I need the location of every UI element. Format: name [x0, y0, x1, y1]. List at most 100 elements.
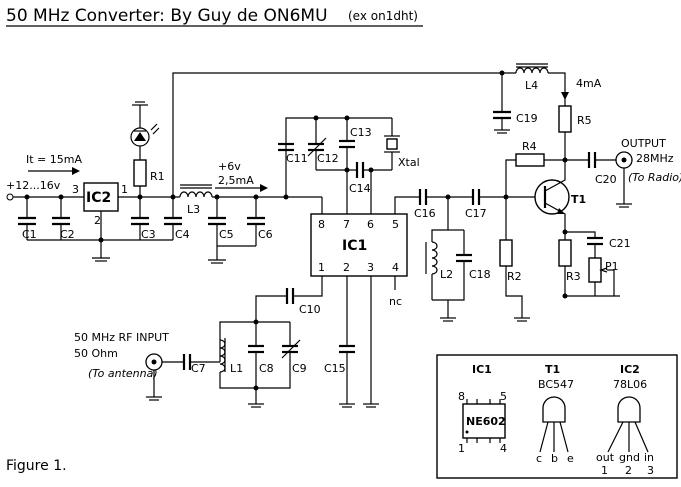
ic1-nc-label: nc: [389, 295, 402, 308]
label-r5: R5: [577, 114, 592, 127]
label-c19: C19: [516, 112, 538, 125]
resistor-r5: [558, 105, 572, 133]
label-p1: P1: [605, 260, 619, 273]
top-rail-wire: [172, 72, 516, 190]
supply-current: It = 15mA: [26, 153, 82, 166]
pinout-ic2-title: IC2: [620, 363, 640, 376]
ic2-pin-2: 2: [94, 214, 101, 227]
ic1-pin-6: 6: [367, 218, 374, 231]
label-l3: L3: [187, 203, 200, 216]
bc547-leg-c: c: [536, 452, 542, 465]
label-c7: C7: [191, 362, 206, 375]
ne602-pin-1: 1: [458, 442, 465, 455]
label-c11: C11: [286, 152, 308, 165]
bc547-package: [542, 396, 566, 423]
ic1-pin-3: 3: [367, 261, 374, 274]
78l06-package: [617, 396, 641, 423]
label-c5: C5: [219, 228, 234, 241]
78l06-leg-gnd: gnd: [619, 451, 640, 464]
ground-l2: [440, 317, 456, 322]
ic2-pin-1: 1: [121, 183, 128, 196]
pinout-t1-title: T1: [545, 363, 560, 376]
label-c13: C13: [350, 126, 372, 139]
ground-ic2: [92, 257, 110, 262]
label-c10: C10: [299, 303, 321, 316]
supply-terminal: [6, 193, 14, 201]
ic1-pin-4: 4: [392, 261, 399, 274]
supply-current-arrow: [72, 167, 80, 175]
output-freq: 28MHz: [636, 152, 674, 165]
label-c17: C17: [465, 207, 487, 220]
rail-6v-current: 2,5mA: [218, 174, 254, 187]
resistor-r4: [515, 153, 545, 167]
ground-ic1-pin3: [363, 403, 379, 408]
ne602-chip: [462, 403, 506, 439]
78l06-leg-in: in: [644, 451, 654, 464]
current-arrow-l4: [561, 92, 569, 100]
l4-current: 4mA: [576, 77, 602, 90]
bc547-leg-b: b: [551, 452, 558, 465]
output-note: (To Radio): [628, 171, 681, 184]
supply-voltage: +12...16v: [6, 179, 61, 192]
label-r3: R3: [566, 270, 581, 283]
ground-c5: [208, 259, 226, 264]
label-c1: C1: [22, 228, 37, 241]
resistor-r1: [133, 159, 147, 187]
rail-6v-arrow: [260, 184, 268, 192]
transistor-t1: [534, 179, 570, 215]
ground-output: [616, 203, 632, 208]
label-c21: C21: [609, 237, 631, 250]
pinout-ic1-title: IC1: [472, 363, 492, 376]
pinout-t1-part: BC547: [538, 378, 574, 391]
ic2-pin-3: 3: [72, 183, 79, 196]
ic1-mixer: [310, 213, 408, 277]
label-r4: R4: [522, 140, 537, 153]
title-note: (ex on1dht): [348, 9, 418, 23]
ic1-pin-7: 7: [343, 218, 350, 231]
input-label: 50 MHz RF INPUT: [74, 331, 169, 344]
ic2-name: IC2: [86, 190, 111, 206]
ic1-pin-5: 5: [392, 218, 399, 231]
input-note: (To antenna): [88, 367, 158, 380]
figure-label: Figure 1.: [6, 458, 67, 474]
label-c15: C15: [324, 362, 346, 375]
inductor-l1: [219, 339, 226, 373]
label-c20: C20: [595, 173, 617, 186]
label-c12: C12: [317, 152, 339, 165]
ne602-label: NE602: [466, 415, 506, 428]
inductor-l4: [515, 67, 549, 74]
ground-c8: [248, 403, 264, 408]
ic1-pin-1: 1: [318, 261, 325, 274]
ic2-regulator: [83, 182, 119, 212]
label-c6: C6: [258, 228, 273, 241]
ground-c15: [339, 403, 355, 408]
ne602-pin-8: 8: [458, 390, 465, 403]
crystal-xtal: [386, 138, 398, 150]
resistor-r2: [499, 239, 513, 267]
input-impedance: 50 Ohm: [74, 347, 118, 360]
ground-input: [146, 396, 162, 401]
pinout-ic2-part: 78L06: [613, 378, 647, 391]
ground-c19: [494, 129, 510, 134]
label-c9: C9: [292, 362, 307, 375]
label-c8: C8: [259, 362, 274, 375]
78l06-num-2: 2: [625, 464, 632, 477]
label-c2: C2: [60, 228, 75, 241]
ne602-pin-5: 5: [500, 390, 507, 403]
78l06-leg-out: out: [596, 451, 615, 464]
label-l2: L2: [440, 268, 453, 281]
label-c16: C16: [414, 207, 436, 220]
label-l1: L1: [230, 362, 243, 375]
label-l4: L4: [525, 79, 538, 92]
label-t1: T1: [571, 193, 586, 206]
label-r2: R2: [507, 270, 522, 283]
ground-led: [132, 101, 148, 106]
ne602-pin-4: 4: [500, 442, 507, 455]
ic1-pin-8: 8: [318, 218, 325, 231]
label-c4: C4: [175, 228, 190, 241]
78l06-num-1: 1: [601, 464, 608, 477]
ic1-pin-2: 2: [343, 261, 350, 274]
inductor-l2: [431, 241, 438, 275]
